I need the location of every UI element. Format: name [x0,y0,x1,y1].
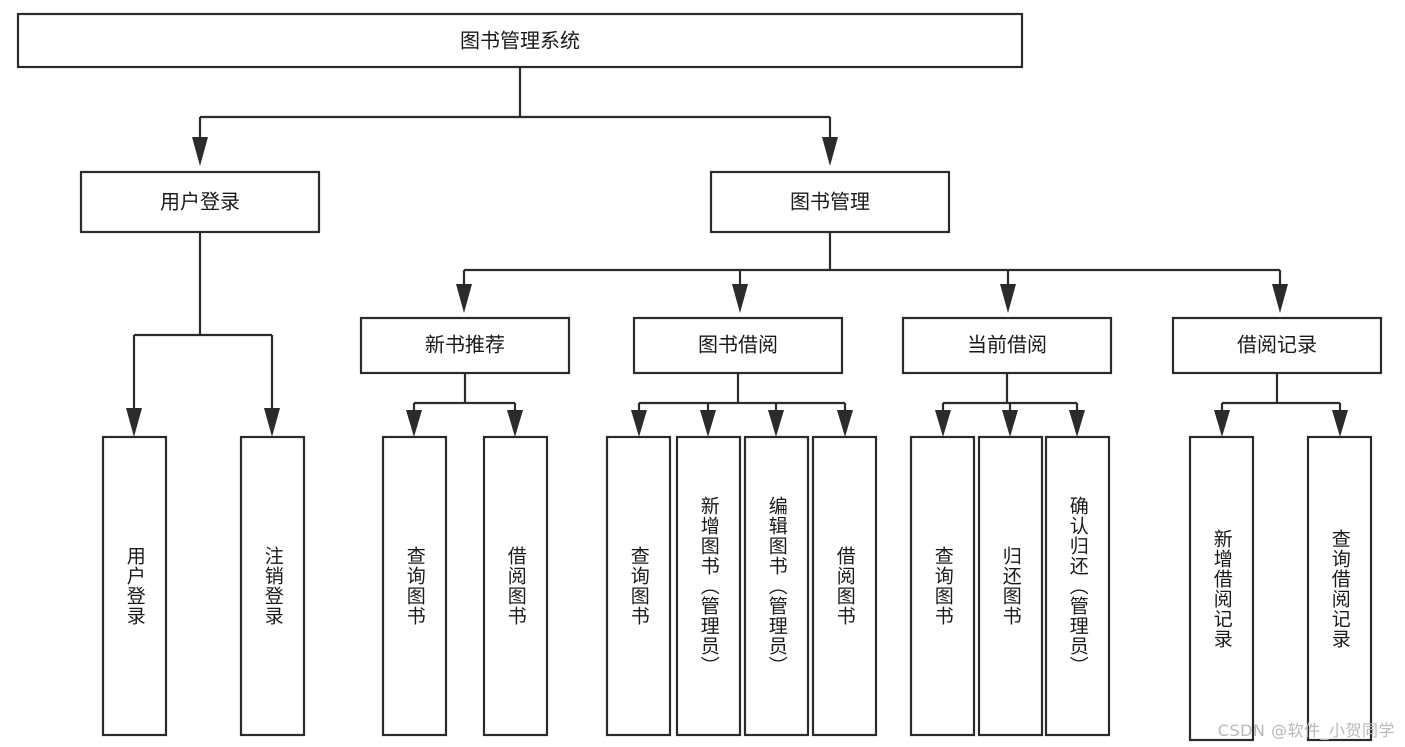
connector-user-login-to-leaves [126,232,280,437]
node-user-login-label: 用户登录 [160,190,240,214]
node-new-book-recommend-box[interactable] [359,316,571,375]
leaf-box-user-login[interactable] [101,435,168,737]
leaf-box-query-book-3[interactable] [909,435,976,737]
leaf-box-borrow-book-1[interactable] [482,435,549,737]
watermark-text: CSDN @软件_小贺同学 [1217,721,1395,740]
node-user-login[interactable]: 用户登录 [79,170,321,234]
arrow-head-new-book-recommend [456,284,472,313]
node-user-login-box[interactable] [79,170,321,234]
node-current-borrow[interactable]: 当前借阅 [901,316,1113,375]
arrow-head-book-borrow [732,284,748,313]
leaf-box-query-book-2[interactable] [605,435,672,737]
leaf-box-borrow-book-2[interactable] [811,435,878,737]
arrow-head-leaf-user-login [126,408,142,437]
connector-borrow-record-to-leaves [1214,373,1348,437]
leaf-box-edit-book[interactable] [743,435,810,737]
node-book-borrow[interactable]: 图书借阅 [632,316,844,375]
leaf-box-add-record[interactable] [1188,435,1255,742]
arrow-head-user-login [192,137,208,166]
arrow-head-leaf-add-book [700,410,716,437]
arrow-head-leaf-borrow-book-2 [837,410,853,437]
leaf-box-logout[interactable] [239,435,306,737]
node-root-box[interactable] [16,12,1024,69]
node-root[interactable]: 图书管理系统 [16,12,1024,69]
arrow-head-leaf-query-book-2 [631,410,647,437]
node-root-label: 图书管理系统 [460,29,580,53]
leaf-box-query-record[interactable] [1306,435,1373,742]
node-current-borrow-label: 当前借阅 [967,333,1047,357]
arrow-head-leaf-add-record [1214,410,1230,437]
connector-new-book-recommend-to-leaves [406,373,523,437]
arrow-head-leaf-query-record [1332,410,1348,437]
leaf-box-add-book[interactable] [675,435,742,737]
node-book-manage-label: 图书管理 [790,190,870,214]
arrow-head-leaf-query-book-3 [935,410,951,437]
node-borrow-record-label: 借阅记录 [1237,333,1317,357]
connector-book-borrow-to-leaves [631,373,853,437]
leaf-box-confirm-return[interactable] [1044,435,1111,737]
connector-root-to-level2 [192,67,838,166]
connector-book-manage-to-level3 [456,232,1288,313]
leaf-box-return-book[interactable] [977,435,1044,737]
leaf-box-query-book-1[interactable] [381,435,448,737]
arrow-head-borrow-record [1272,284,1288,313]
arrow-head-book-manage [822,137,838,166]
connector-current-borrow-to-leaves [935,373,1085,437]
arrow-head-leaf-logout [264,408,280,437]
arrow-head-leaf-query-book-1 [406,410,422,437]
node-book-manage[interactable]: 图书管理 [709,170,951,234]
arrow-head-leaf-edit-book [768,410,784,437]
node-new-book-recommend[interactable]: 新书推荐 [359,316,571,375]
arrow-head-leaf-borrow-book-1 [507,410,523,437]
node-current-borrow-box[interactable] [901,316,1113,375]
node-borrow-record[interactable]: 借阅记录 [1171,316,1383,375]
node-book-borrow-label: 图书借阅 [698,333,778,357]
node-new-book-recommend-label: 新书推荐 [425,333,505,357]
arrow-head-current-borrow [1000,284,1016,313]
arrow-head-leaf-confirm-return [1069,410,1085,437]
arrow-head-leaf-return-book [1002,410,1018,437]
